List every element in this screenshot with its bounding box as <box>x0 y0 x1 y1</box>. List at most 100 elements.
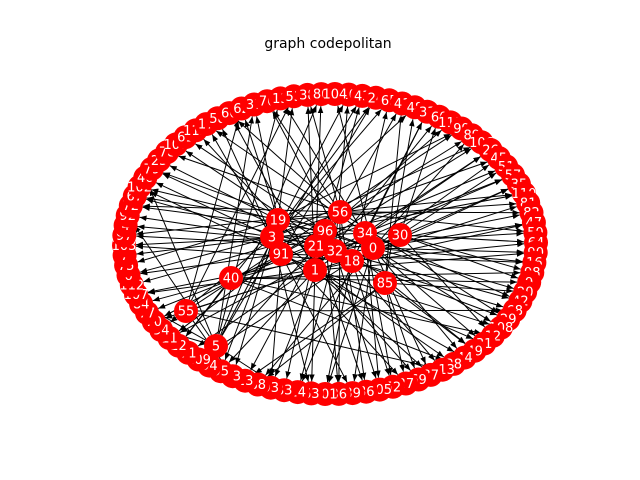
node-circle <box>361 236 385 260</box>
node-21: 21 <box>304 234 328 258</box>
edge-21-106 <box>325 148 472 241</box>
node-circle <box>304 234 328 258</box>
edge-3-46 <box>155 182 262 233</box>
edge-32-42 <box>346 253 509 299</box>
edge-91-39 <box>286 264 348 383</box>
edge-21-86 <box>319 257 363 381</box>
edge-96-43 <box>327 107 360 220</box>
edge-1-95 <box>228 278 308 363</box>
node-circle <box>204 334 228 358</box>
edge-3-6 <box>139 239 261 274</box>
edge-55-68 <box>197 307 503 314</box>
node-5: 5 <box>204 334 228 358</box>
node-56: 56 <box>328 200 352 224</box>
node-55: 55 <box>174 299 198 323</box>
node-circle <box>269 242 293 266</box>
edge-3-95 <box>224 248 269 361</box>
edge-19-99 <box>288 133 452 216</box>
edge-18-109 <box>208 267 343 354</box>
edge-0-31 <box>381 255 476 337</box>
edge-40-12 <box>242 280 482 335</box>
edge-40-22 <box>185 287 224 337</box>
edge-30-98 <box>411 237 521 270</box>
node-104: 104 <box>322 82 347 106</box>
edge-5-37 <box>217 116 254 335</box>
edge-5-92 <box>134 225 210 337</box>
edge-34-42 <box>375 237 510 297</box>
edge-91-6 <box>140 255 270 276</box>
edge-18-52 <box>355 272 390 376</box>
node-label: 40 <box>223 272 240 287</box>
edge-18-64 <box>363 241 525 261</box>
node-circle <box>388 223 412 247</box>
node-label: 5 <box>212 340 220 355</box>
node-label: 91 <box>273 248 290 263</box>
node-label: 85 <box>377 277 394 292</box>
edge-19-75 <box>137 222 267 263</box>
edge-18-103 <box>135 243 341 261</box>
edge-55-113 <box>197 313 431 369</box>
node-label: 18 <box>344 255 361 270</box>
edge-18-35 <box>362 188 509 257</box>
edge-0-44 <box>380 256 458 349</box>
node-circle <box>219 266 243 290</box>
edge-55-53 <box>190 106 289 301</box>
edge-91-17 <box>211 134 276 244</box>
node-label: 55 <box>178 305 195 320</box>
edge-19-73 <box>235 231 276 365</box>
node-label: 0 <box>369 242 377 257</box>
edge-56-76 <box>273 110 334 203</box>
edge-1-87 <box>323 277 423 368</box>
edge-56-97 <box>136 212 329 237</box>
edge-19-25 <box>169 165 268 216</box>
edge-1-108 <box>326 273 490 325</box>
edge-55-62 <box>188 119 240 300</box>
edge-96-111 <box>333 129 442 224</box>
edge-3-63 <box>274 248 310 382</box>
edge-3-48 <box>280 115 407 230</box>
edge-3-92 <box>139 215 261 236</box>
edge-1-26 <box>324 156 481 264</box>
node-85: 85 <box>373 271 397 295</box>
edge-1-31 <box>325 274 474 340</box>
edge-85-69 <box>388 294 415 369</box>
edge-5-13 <box>218 109 279 335</box>
node-label: 19 <box>270 214 287 229</box>
node-label: 3 <box>268 231 276 246</box>
edge-85-27 <box>386 294 405 372</box>
node-label: 30 <box>392 229 409 244</box>
node-circle <box>340 249 364 273</box>
edge-91-24 <box>286 107 371 244</box>
node-circle <box>328 200 352 224</box>
edge-85-49 <box>394 289 466 344</box>
node-circle <box>373 271 397 295</box>
edge-1-60 <box>322 125 432 262</box>
edge-32-105 <box>338 262 377 379</box>
node-label: 104 <box>322 88 347 103</box>
edge-56-66 <box>237 120 332 205</box>
edge-5-46 <box>149 188 212 336</box>
graph-title: graph codepolitan <box>264 36 391 52</box>
node-label: 21 <box>308 240 325 255</box>
node-18: 18 <box>340 249 364 273</box>
edge-85-20 <box>396 283 514 294</box>
node-circle <box>303 258 327 282</box>
edge-0-16 <box>384 248 523 264</box>
edge-19-53 <box>279 108 295 209</box>
edge-19-115 <box>203 138 271 212</box>
node-label: 32 <box>327 245 344 260</box>
edge-32-100 <box>185 150 326 245</box>
edge-96-112 <box>143 233 314 283</box>
edge-85-23 <box>254 289 376 375</box>
node-91: 91 <box>269 242 293 266</box>
edge-91-93 <box>269 265 281 376</box>
node-circle <box>322 82 347 106</box>
edge-1-63 <box>309 281 316 382</box>
node-label: 56 <box>332 206 349 221</box>
edge-56-41 <box>345 113 397 202</box>
node-40: 40 <box>219 266 243 290</box>
node-0: 0 <box>361 236 385 260</box>
node-1: 1 <box>303 258 327 282</box>
edge-0-104 <box>336 105 371 237</box>
